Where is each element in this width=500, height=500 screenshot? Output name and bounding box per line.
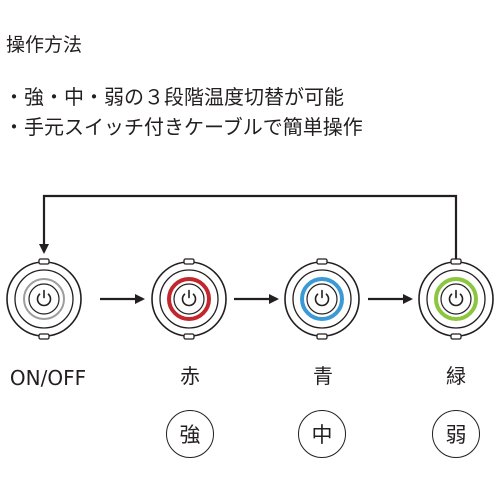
feature-item: ・手元スイッチ付きケーブルで簡単操作 [4,112,363,142]
casing-tab [316,258,328,265]
button-label-blue: 青 [313,364,333,388]
power-icon [314,289,330,307]
casing-tab [450,333,462,340]
power-icon [181,289,197,307]
button-label-onoff: ON/OFF [9,366,87,390]
feature-item: ・強・中・弱の３段階温度切替が可能 [4,82,363,112]
button-face [306,283,338,315]
casing-tab [183,258,195,265]
button-face [173,283,205,315]
level-badge-strong: 強 [166,410,214,458]
section-title: 操作方法 [6,34,83,56]
bullet-mark: ・ [4,115,24,139]
switch-button-red [151,258,227,340]
button-label-green: 緑 [446,364,466,388]
bullet-mark: ・ [4,85,24,109]
power-icon [36,289,52,307]
return-arrow-icon [39,194,458,264]
feature-text: 手元スイッチ付きケーブルで簡単操作 [24,115,363,139]
casing-tab [316,333,328,340]
button-label-red: 赤 [180,364,200,388]
button-face [440,283,472,315]
power-icon [448,289,464,307]
switch-button-onoff [6,258,82,340]
casing-tab [38,333,50,340]
level-badge-weak: 弱 [432,410,480,458]
casing-tab [183,333,195,340]
switch-button-green [418,258,494,340]
feature-text: 強・中・弱の３段階温度切替が可能 [24,85,344,109]
feature-list: ・強・中・弱の３段階温度切替が可能 ・手元スイッチ付きケーブルで簡単操作 [4,82,363,142]
level-badge-medium: 中 [298,410,346,458]
casing-tab [450,258,462,265]
switch-button-blue [284,258,360,340]
casing-tab [38,258,50,265]
button-face [28,283,60,315]
